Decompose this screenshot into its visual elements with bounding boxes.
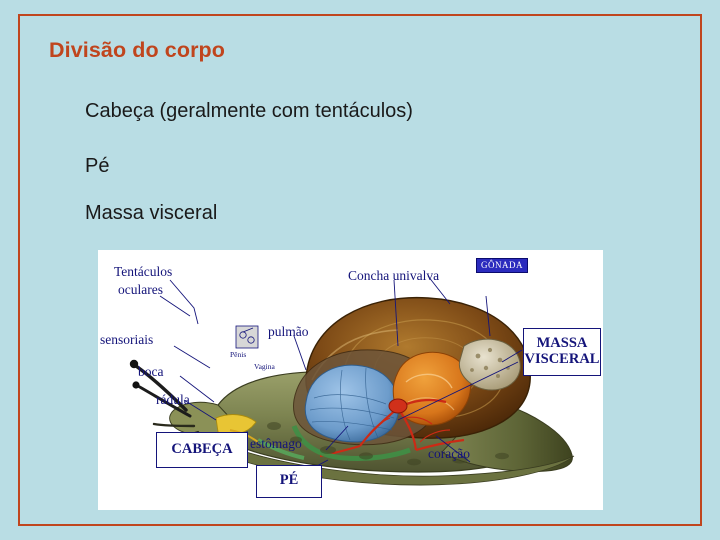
callout-cabeca-line1: CABEÇA (171, 441, 233, 457)
label-sensoriais: sensoriais (100, 332, 154, 347)
label-boca: boca (138, 364, 164, 379)
page-title: Divisão do corpo (49, 38, 226, 62)
callout-pe-line1: PÉ (279, 472, 299, 488)
label-estomago: estômago (250, 436, 302, 451)
callout-massa-line2: VISCERAL (524, 351, 600, 368)
label-coracao: coração (428, 446, 470, 461)
bullet-item-pe: Pé (85, 155, 110, 177)
label-pulmao: pulmão (268, 324, 309, 339)
callout-massa-visceral: MASSA VISCERAL (523, 328, 601, 376)
label-penis: Pênis (230, 350, 247, 359)
bullet-item-massa-visceral: Massa visceral (85, 202, 218, 224)
callout-cabeca: CABEÇA (156, 432, 248, 468)
snail-anatomy-figure: Tentáculos oculares sensoriais boca rádu… (98, 250, 603, 510)
label-oculares: oculares (118, 282, 163, 297)
callout-pe: PÉ (256, 465, 322, 498)
callout-massa-line1: MASSA (536, 335, 588, 351)
label-concha-univalva: Concha univalva (348, 268, 440, 283)
label-vagina: Vagina (254, 362, 275, 371)
label-gonada: GÔNADA (476, 258, 528, 273)
snail-anatomy-illustration (129, 275, 575, 486)
label-tentaculos: Tentáculos (114, 264, 173, 279)
label-radula: rádula (156, 392, 190, 407)
bullet-item-cabeca: Cabeça (geralmente com tentáculos) (85, 100, 413, 122)
